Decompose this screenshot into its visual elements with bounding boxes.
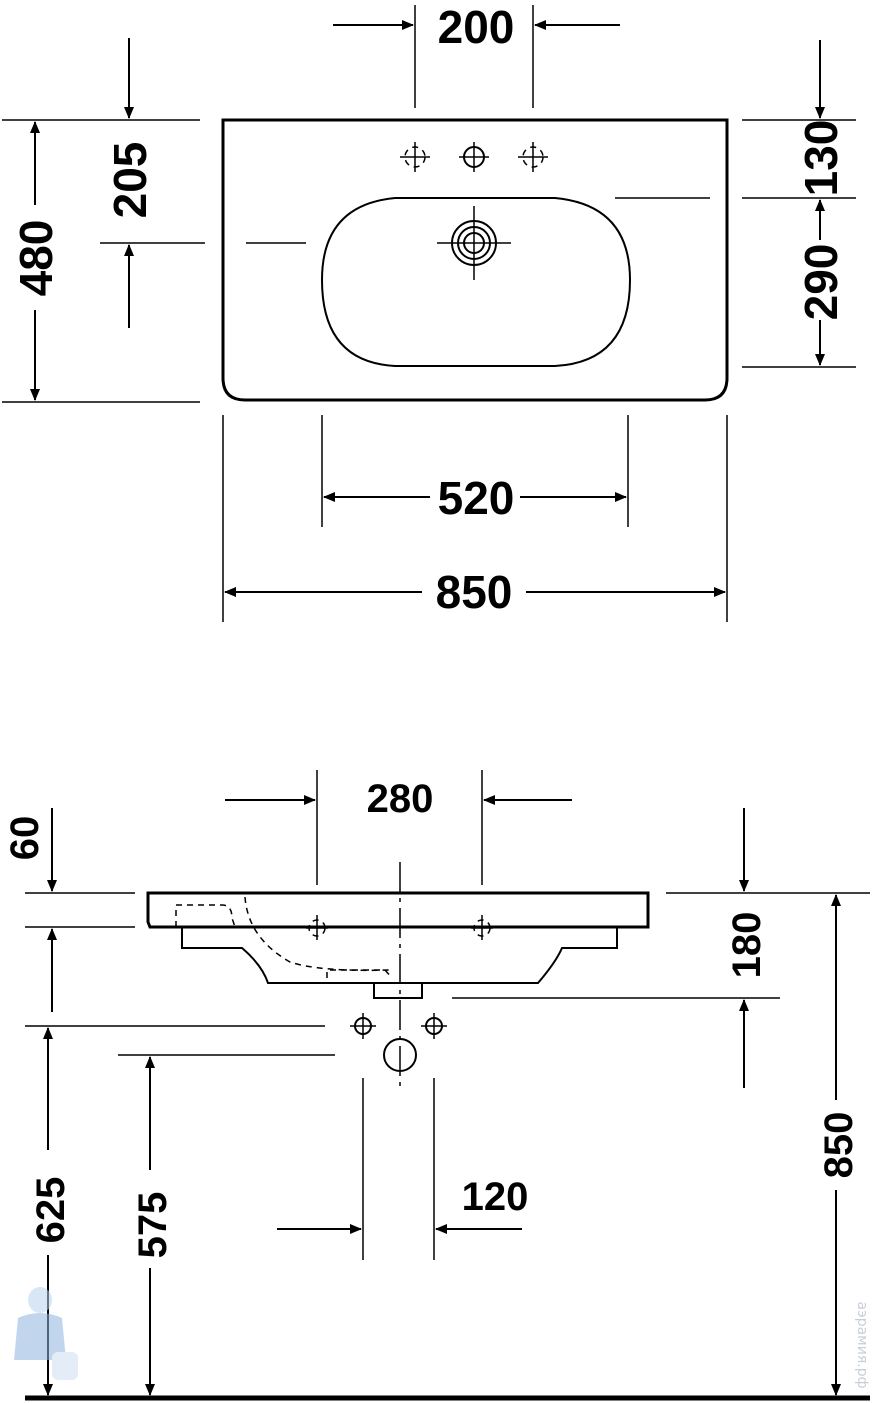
dim-basin-height: 180 <box>725 912 769 979</box>
dim-total-width: 850 <box>436 566 513 618</box>
dim-total-depth: 480 <box>10 220 62 297</box>
tap-hole-center-icon <box>459 142 489 172</box>
water-inlet-right-icon <box>421 1013 447 1039</box>
dim-waste-height-625: 625 <box>29 1177 73 1244</box>
bowl-outline <box>320 197 632 367</box>
side-tap-hole-left-icon <box>306 915 328 940</box>
top-view: 200 480 205 130 290 520 850 <box>2 1 856 622</box>
water-inlet-left-icon <box>350 1013 376 1039</box>
side-view: 280 60 180 625 575 120 850 <box>3 770 870 1401</box>
dim-tap-depth: 130 <box>795 120 847 197</box>
watermark-text: аэрамия.рф <box>854 1301 870 1388</box>
dim-side-tap-spacing: 280 <box>367 777 434 821</box>
dim-bowl-depth: 290 <box>795 244 847 321</box>
basin-profile <box>146 891 650 929</box>
tap-hole-left-icon <box>400 142 430 172</box>
dim-waste-spacing: 120 <box>462 1175 529 1219</box>
dim-bowl-width: 520 <box>438 472 515 524</box>
tap-hole-right-icon <box>518 142 548 172</box>
dim-waste-height-575: 575 <box>131 1192 175 1259</box>
dim-tap-to-bowl: 205 <box>104 142 156 219</box>
dim-tap-spacing: 200 <box>438 1 515 53</box>
drain-icon <box>437 206 511 280</box>
dim-rim-height: 850 <box>817 1112 861 1179</box>
side-tap-hole-right-icon <box>471 915 493 940</box>
watermark-logo <box>14 1287 78 1380</box>
dim-rim-thickness: 60 <box>3 816 47 861</box>
waste-outlet-icon <box>383 1038 417 1072</box>
basin-outline <box>221 118 729 402</box>
